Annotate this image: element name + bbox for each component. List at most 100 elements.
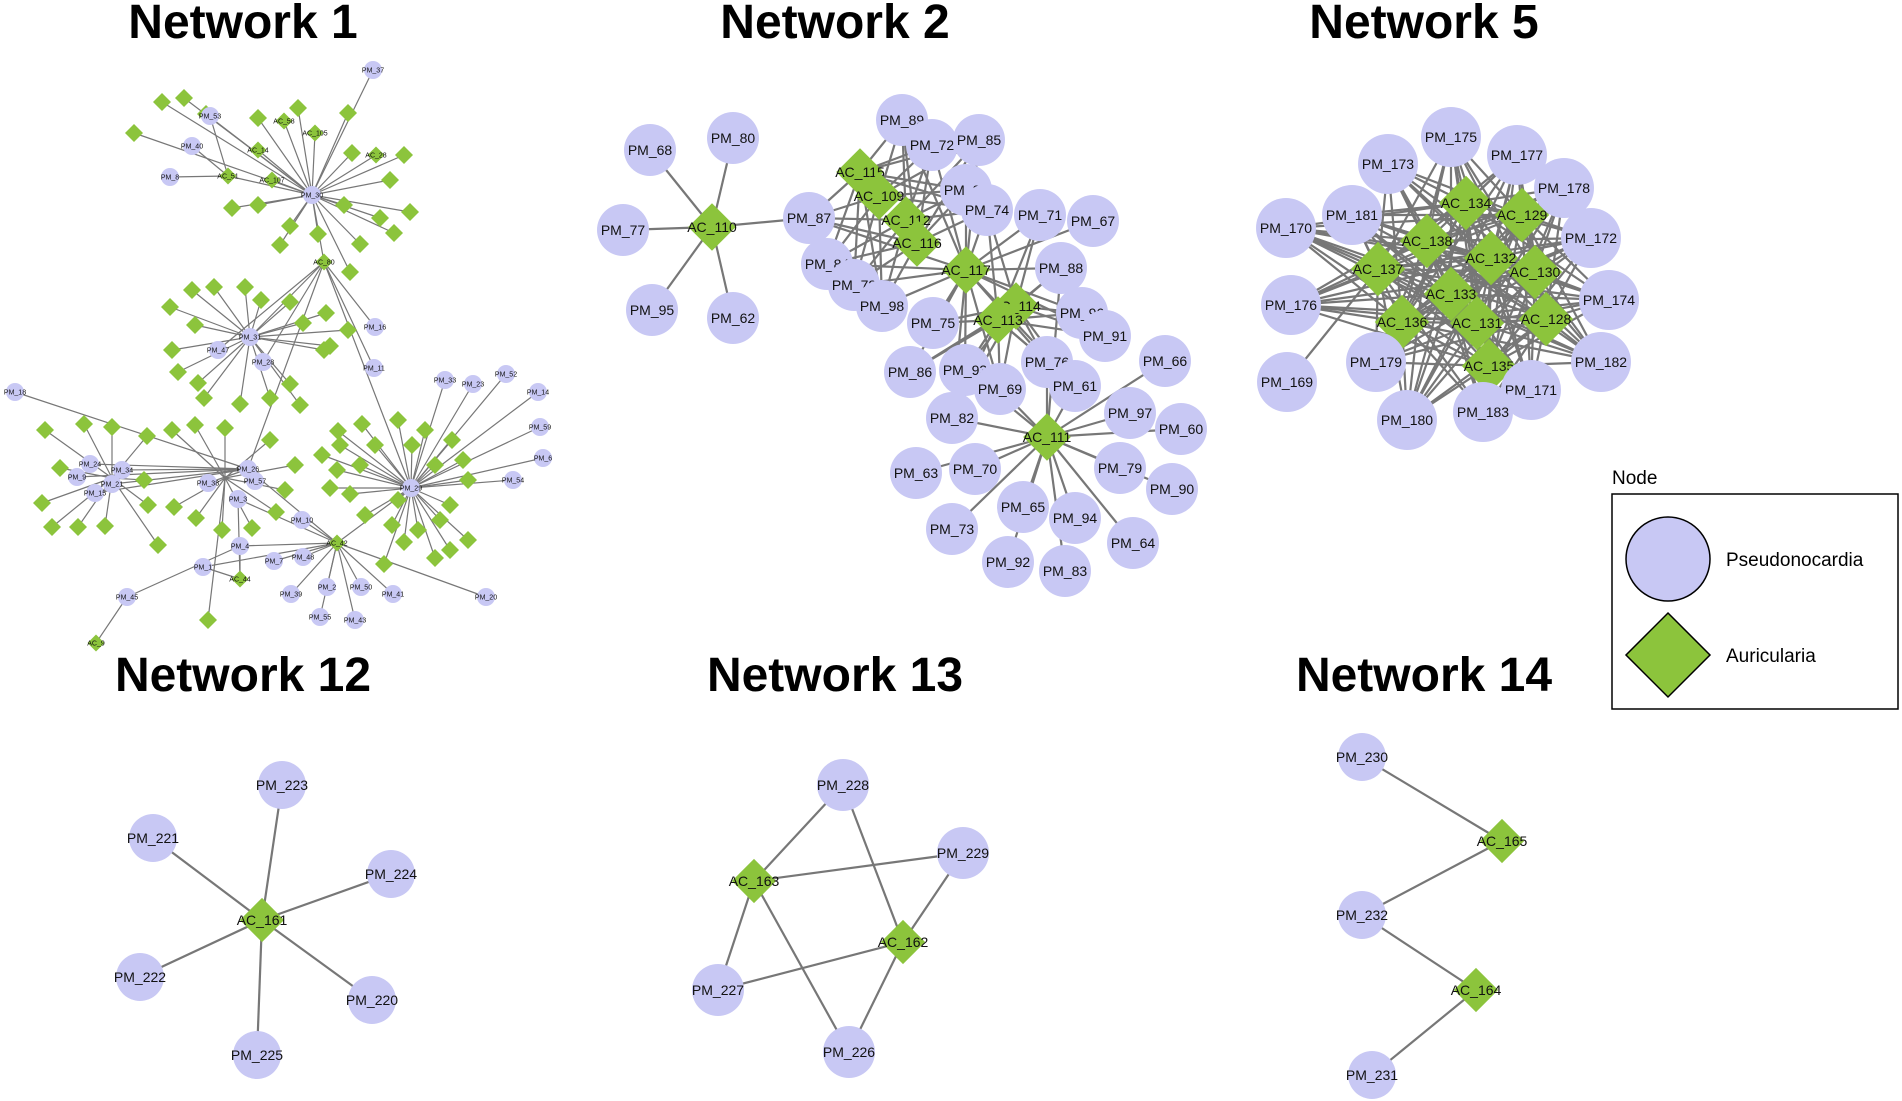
edge xyxy=(410,457,544,489)
auricularia-node xyxy=(183,281,201,299)
auricularia-node xyxy=(367,146,385,164)
edge xyxy=(111,477,159,546)
auricularia-node xyxy=(103,418,121,436)
edge xyxy=(311,132,316,196)
auricularia-node xyxy=(125,124,143,142)
pseudonocardia-node xyxy=(1534,158,1594,218)
pseudonocardia-node xyxy=(464,375,482,393)
node-label: AC_9 xyxy=(87,641,105,648)
auricularia-node xyxy=(271,236,289,254)
pseudonocardia-node xyxy=(241,328,259,346)
auricularia-node xyxy=(836,148,884,196)
node-label: PM_4 xyxy=(231,544,249,551)
node-label: PM_170 xyxy=(1260,220,1312,236)
pseudonocardia-node xyxy=(707,112,759,164)
auricularia-node xyxy=(317,304,335,322)
edge xyxy=(171,429,226,479)
pseudonocardia-node xyxy=(254,353,272,371)
auricularia-node xyxy=(426,549,444,567)
auricularia-node xyxy=(1023,413,1071,461)
edge xyxy=(169,175,229,178)
auricularia-node xyxy=(249,109,267,127)
auricularia-node xyxy=(281,293,299,311)
edge xyxy=(224,477,277,513)
pseudonocardia-node xyxy=(823,1026,875,1078)
auricularia-node xyxy=(187,509,205,527)
edge xyxy=(311,69,374,196)
node-label: PM_57 xyxy=(244,479,266,486)
node-label: PM_87 xyxy=(787,210,832,226)
pseudonocardia-node xyxy=(113,461,131,479)
node-label: AC_105 xyxy=(302,131,327,138)
pseudonocardia-node xyxy=(1421,107,1481,167)
auricularia-node xyxy=(371,209,389,227)
edge xyxy=(336,542,487,598)
node-label: PM_38 xyxy=(197,481,219,488)
node-label: AC_28 xyxy=(365,153,387,160)
edge xyxy=(249,336,325,351)
node-label: PM_89 xyxy=(880,112,925,128)
node-label: PM_85 xyxy=(957,132,1002,148)
node-label: PM_10 xyxy=(291,518,313,525)
auricularia-node xyxy=(289,99,307,117)
edge xyxy=(247,261,325,470)
auricularia-node xyxy=(375,555,393,573)
pseudonocardia-node xyxy=(436,371,454,389)
edge xyxy=(311,154,405,196)
edge xyxy=(323,261,412,489)
edge xyxy=(410,429,426,489)
auricularia-node xyxy=(163,421,181,439)
node-label: PM_68 xyxy=(628,142,673,158)
node-label: PM_11 xyxy=(363,366,385,373)
nodes-n1: PM_37PM_53PM_40PM_8PM_30AC_51AC_58AC_14A… xyxy=(4,61,552,652)
node-label: AC_138 xyxy=(1402,233,1453,249)
auricularia-node xyxy=(328,534,346,552)
edge xyxy=(207,477,226,621)
pseudonocardia-node xyxy=(116,953,164,1001)
node-label: PM_31 xyxy=(239,335,261,342)
pseudonocardia-node xyxy=(365,359,383,377)
auricularia-node xyxy=(252,291,270,309)
auricularia-node xyxy=(291,396,309,414)
pseudonocardia-node xyxy=(1322,185,1382,245)
auricularia-node xyxy=(138,427,156,445)
edge xyxy=(311,112,349,196)
auricularia-node xyxy=(731,858,777,904)
pseudonocardia-node xyxy=(953,114,1005,166)
node-label: PM_53 xyxy=(199,114,221,121)
edge xyxy=(349,487,412,495)
edge xyxy=(249,336,301,406)
pseudonocardia-node xyxy=(364,61,382,79)
node-label: PM_29 xyxy=(400,486,422,493)
node-label: PM_70 xyxy=(953,461,998,477)
edge xyxy=(279,194,313,246)
edge xyxy=(410,479,514,489)
auricularia-node xyxy=(974,296,1022,344)
auricularia-node xyxy=(276,481,294,499)
node-label: PM_83 xyxy=(1043,563,1088,579)
node-label: PM_171 xyxy=(1505,382,1557,398)
auricularia-node xyxy=(1350,241,1406,297)
pseudonocardia-node xyxy=(1346,332,1406,392)
auricularia-node xyxy=(385,224,403,242)
auricularia-node xyxy=(161,298,179,316)
pseudonocardia-node xyxy=(997,481,1049,533)
auricularia-node xyxy=(139,496,157,514)
pseudonocardia-node xyxy=(856,280,908,332)
legend-label-pseudonocardia: Pseudonocardia xyxy=(1726,550,1864,571)
node-label: PM_92 xyxy=(986,554,1031,570)
pseudonocardia-node xyxy=(1256,198,1316,258)
pseudonocardia-node xyxy=(367,850,415,898)
pseudonocardia-node xyxy=(497,365,515,383)
edge xyxy=(133,132,313,196)
auricularia-node xyxy=(223,199,241,217)
node-label: PM_75 xyxy=(911,315,956,331)
node-label: PM_14 xyxy=(527,390,549,397)
auricularia-node xyxy=(1518,291,1574,347)
pseudonocardia-node xyxy=(906,119,958,171)
edge xyxy=(753,880,850,1053)
auricularia-node xyxy=(239,897,285,943)
pseudonocardia-node xyxy=(1049,360,1101,412)
auricularia-node xyxy=(882,196,930,244)
